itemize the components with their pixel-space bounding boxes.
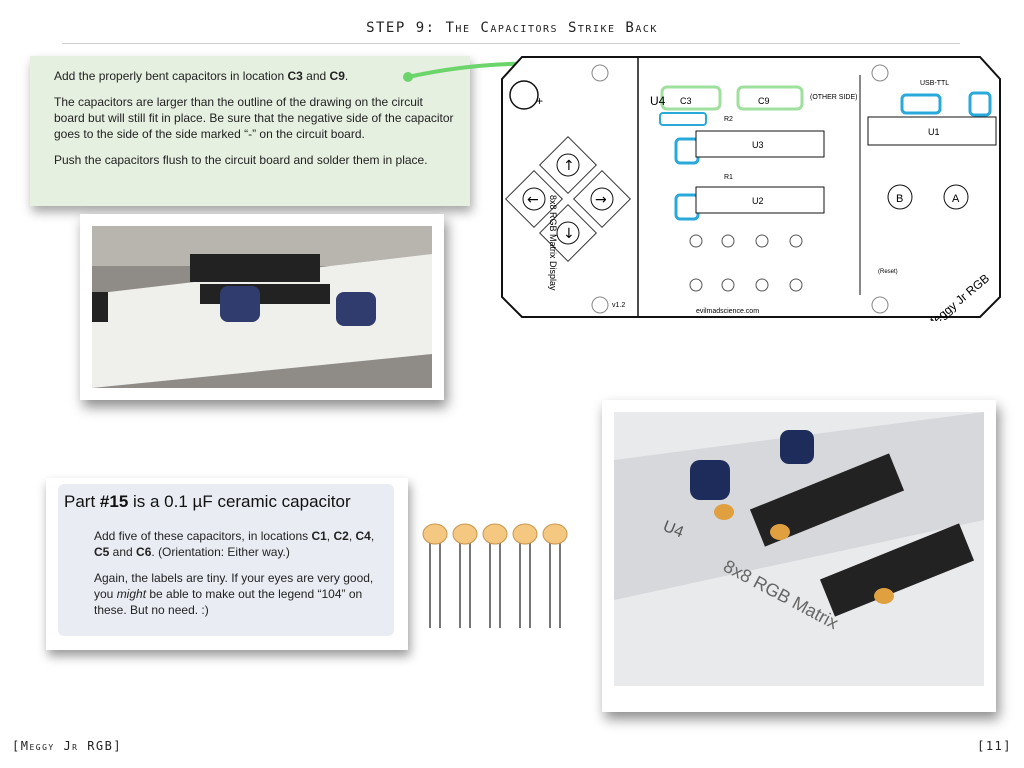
svg-text:R1: R1 xyxy=(724,174,733,181)
dpad-down: ↓ xyxy=(539,204,597,262)
svg-text:evilmadscience.com: evilmadscience.com xyxy=(696,308,759,315)
svg-text:↑: ↑ xyxy=(563,158,575,174)
part-15-box: Part #15 is a 0.1 µF ceramic capacitor A… xyxy=(46,478,408,650)
svg-text:(OTHER SIDE): (OTHER SIDE) xyxy=(810,94,857,101)
part-15-text: Add five of these capacitors, in locatio… xyxy=(94,528,390,628)
svg-text:→: → xyxy=(595,192,607,208)
ceramic-capacitor-icon xyxy=(542,523,568,628)
pcb-label-c3: C3 xyxy=(680,96,692,106)
location-c9: C9 xyxy=(329,69,345,83)
svg-text:U4: U4 xyxy=(661,518,686,541)
part-15-note: Again, the labels are tiny. If your eyes… xyxy=(94,571,374,617)
pcb-label-c9: C9 xyxy=(758,96,770,106)
svg-text:(Reset): (Reset) xyxy=(878,269,898,275)
circuit-board-diagram: + ↑ ← → ↓ C3 C9 (OTHER SIDE) xyxy=(500,55,1004,332)
dpad-left: ← xyxy=(505,170,563,228)
title-divider xyxy=(62,43,960,44)
svg-text:v1.2: v1.2 xyxy=(612,302,625,309)
svg-text:U1: U1 xyxy=(928,127,940,137)
svg-text:A: A xyxy=(952,193,960,205)
instruction-box: Add the properly bent capacitors in loca… xyxy=(30,56,470,206)
ceramic-capacitor-icon xyxy=(452,523,478,628)
instruction-para-2: The capacitors are larger than the outli… xyxy=(54,95,454,141)
ceramic-capacitor-icon xyxy=(482,523,508,628)
svg-text:U3: U3 xyxy=(752,140,764,150)
location-c3: C3 xyxy=(287,69,303,83)
photo-board-angled: U4 8x8 RGB Matrix xyxy=(602,400,996,712)
page-title: STEP 9: The Capacitors Strike Back xyxy=(366,20,658,36)
footer-page-number: [11] xyxy=(977,739,1012,753)
instruction-para-3: Push the capacitors flush to the circuit… xyxy=(54,153,428,167)
svg-text:U4: U4 xyxy=(650,94,666,108)
part-number: #15 xyxy=(99,492,129,511)
part-15-panel: Part #15 is a 0.1 µF ceramic capacitor A… xyxy=(58,484,394,636)
svg-text:←: ← xyxy=(527,192,539,208)
svg-text:U2: U2 xyxy=(752,196,764,206)
svg-text:8x8 RGB Matrix Display: 8x8 RGB Matrix Display xyxy=(548,195,558,291)
part-15-heading: Part #15 is a 0.1 µF ceramic capacitor xyxy=(64,492,351,511)
part-15-add-instructions: Add five of these capacitors, in locatio… xyxy=(94,529,375,559)
svg-text:↓: ↓ xyxy=(563,226,575,242)
instruction-line-1: Add the properly bent capacitors in loca… xyxy=(54,69,349,83)
footer-doc-title: [Meggy Jr RGB] xyxy=(12,739,123,753)
svg-text:R2: R2 xyxy=(724,116,733,123)
dpad-right: → xyxy=(573,170,631,228)
svg-text:B: B xyxy=(896,193,903,205)
ceramic-capacitor-icon xyxy=(422,523,448,628)
dpad-up: ↑ xyxy=(539,136,597,194)
svg-text:+: + xyxy=(536,94,543,108)
ceramic-capacitor-icon xyxy=(512,523,538,628)
svg-text:USB-TTL: USB-TTL xyxy=(920,80,949,87)
ceramic-capacitors-illustration xyxy=(420,520,570,637)
photo-board-closeup xyxy=(80,214,444,400)
